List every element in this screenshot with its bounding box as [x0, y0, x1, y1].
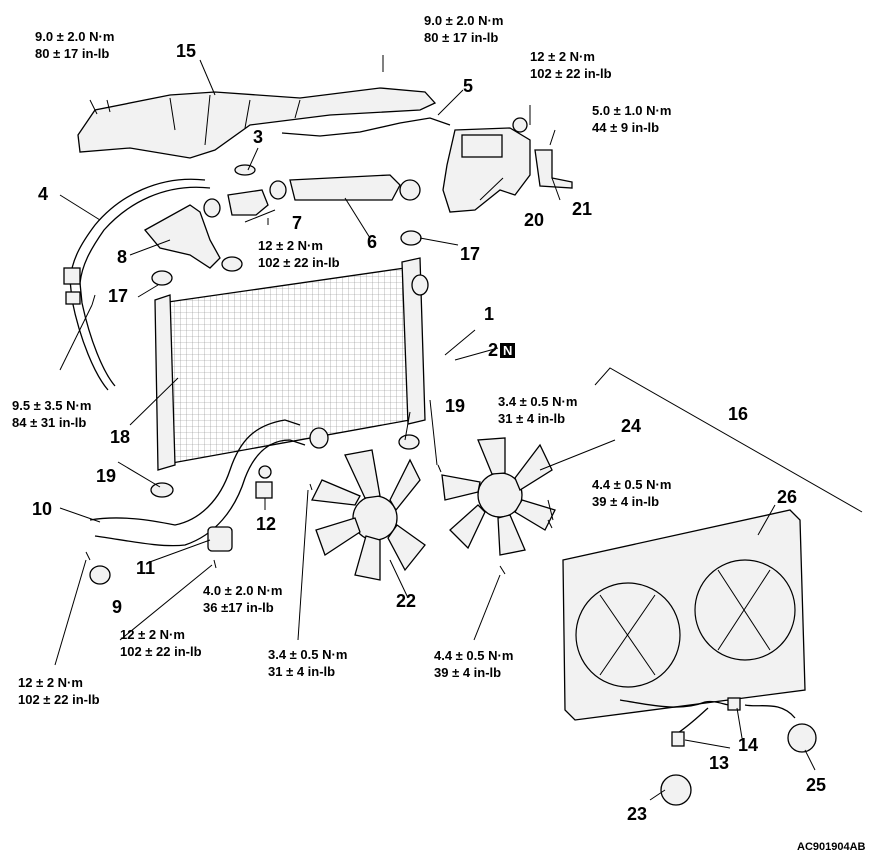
torque-inlb: 80 ± 17 in-lb [424, 30, 499, 45]
torque-spec-bracket-11-bolt: 12 ± 2 N·m 102 ± 22 in-lb [120, 626, 202, 660]
torque-inlb: 102 ± 22 in-lb [18, 692, 100, 707]
torque-inlb: 84 ± 31 in-lb [12, 415, 87, 430]
torque-nm: 4.0 ± 2.0 N·m [203, 583, 283, 598]
part-number-4: 4 [38, 184, 49, 204]
torque-inlb: 39 ± 4 in-lb [592, 494, 660, 509]
part-number-14: 14 [738, 735, 759, 755]
lower-hose-shape [89, 419, 301, 526]
part-number-19-left: 19 [96, 466, 117, 486]
torque-inlb: 44 ± 9 in-lb [592, 120, 660, 135]
part-number-10: 10 [32, 499, 53, 519]
fan-22-shape [311, 449, 426, 581]
torque-spec-reservoir-bolt: 12 ± 2 N·m 102 ± 22 in-lb [530, 48, 612, 82]
part-number-17-left: 17 [108, 286, 129, 306]
part-number-1: 1 [484, 304, 495, 324]
torque-nm: 5.0 ± 1.0 N·m [592, 103, 672, 118]
part-number-19-right: 19 [445, 396, 466, 416]
part-number-16: 16 [728, 404, 749, 424]
part-number-18: 18 [110, 427, 131, 447]
torque-spec-fan-22-bolt: 3.4 ± 0.5 N·m 31 ± 4 in-lb [268, 646, 347, 680]
radiator-shape [167, 267, 411, 464]
part-number-23: 23 [627, 804, 648, 824]
part-number-26: 26 [777, 487, 798, 507]
torque-inlb: 36 ±17 in-lb [203, 600, 274, 615]
bracket-shape [534, 149, 573, 189]
new-part-badge: N [500, 343, 516, 358]
part-number-12: 12 [256, 514, 277, 534]
part-number-17-right: 17 [460, 244, 481, 264]
torque-inlb: 102 ± 22 in-lb [258, 255, 340, 270]
part-number-3: 3 [253, 127, 264, 147]
torque-spec-shroud-lower-bolt: 4.4 ± 0.5 N·m 39 ± 4 in-lb [434, 647, 513, 681]
part-number-2-text: 2 [488, 340, 499, 360]
torque-spec-bracket-bolt: 5.0 ± 1.0 N·m 44 ± 9 in-lb [592, 102, 671, 136]
upper-air-guide-shape [77, 87, 437, 159]
part-number-6: 6 [367, 232, 378, 252]
torque-spec-clamp-12-bolt: 4.0 ± 2.0 N·m 36 ±17 in-lb [203, 582, 282, 616]
torque-spec-bracket-9-bolt: 12 ± 2 N·m 102 ± 22 in-lb [18, 674, 100, 708]
bypass-hose-shape [69, 178, 206, 391]
upper-hose-shape [143, 204, 221, 269]
torque-inlb: 31 ± 4 in-lb [268, 664, 336, 679]
torque-nm: 3.4 ± 0.5 N·m [498, 394, 578, 409]
part-number-25: 25 [806, 775, 827, 795]
torque-nm: 9.5 ± 3.5 N·m [12, 398, 92, 413]
torque-inlb: 102 ± 22 in-lb [530, 66, 612, 81]
part-number-7: 7 [292, 213, 303, 233]
part-number-20: 20 [524, 210, 545, 230]
radiator-hose-6-shape [289, 174, 401, 201]
torque-nm: 4.4 ± 0.5 N·m [592, 477, 672, 492]
torque-spec-15-bolts: 9.0 ± 2.0 N·m 80 ± 17 in-lb [35, 28, 114, 62]
part-number-24: 24 [621, 416, 642, 436]
thermostat-housing-shape [227, 189, 269, 216]
part-number-21: 21 [572, 199, 593, 219]
part-number-22: 22 [396, 591, 417, 611]
torque-inlb: 102 ± 22 in-lb [120, 644, 202, 659]
part-number-15: 15 [176, 41, 197, 61]
torque-spec-thermostat-bolt: 12 ± 2 N·m 102 ± 22 in-lb [258, 237, 340, 271]
part-number-8: 8 [117, 247, 128, 267]
torque-nm: 9.0 ± 2.0 N·m [424, 13, 504, 28]
torque-nm: 12 ± 2 N·m [120, 627, 185, 642]
part-number-13: 13 [709, 753, 730, 773]
torque-inlb: 80 ± 17 in-lb [35, 46, 110, 61]
part-number-9: 9 [112, 597, 123, 617]
part-number-11: 11 [136, 558, 156, 578]
torque-spec-fan-24-bolt: 3.4 ± 0.5 N·m 31 ± 4 in-lb [498, 393, 577, 427]
torque-spec-hose-clamp-bolt: 9.5 ± 3.5 N·m 84 ± 31 in-lb [12, 397, 91, 431]
part-number-5: 5 [463, 76, 474, 96]
torque-nm: 4.4 ± 0.5 N·m [434, 648, 514, 663]
torque-inlb: 31 ± 4 in-lb [498, 411, 566, 426]
torque-nm: 12 ± 2 N·m [18, 675, 83, 690]
fan-24-shape [441, 437, 556, 556]
overflow-hose-shape [281, 117, 451, 137]
torque-nm: 3.4 ± 0.5 N·m [268, 647, 348, 662]
fan-shroud-shape [562, 509, 806, 721]
torque-nm: 9.0 ± 2.0 N·m [35, 29, 115, 44]
torque-spec-shroud-upper-bolt: 4.4 ± 0.5 N·m 39 ± 4 in-lb [592, 476, 671, 510]
torque-inlb: 39 ± 4 in-lb [434, 665, 502, 680]
torque-spec-top-bolt: 9.0 ± 2.0 N·m 80 ± 17 in-lb [424, 12, 503, 46]
torque-nm: 12 ± 2 N·m [530, 49, 595, 64]
torque-nm: 12 ± 2 N·m [258, 238, 323, 253]
image-code: AC901904AB [797, 841, 866, 853]
